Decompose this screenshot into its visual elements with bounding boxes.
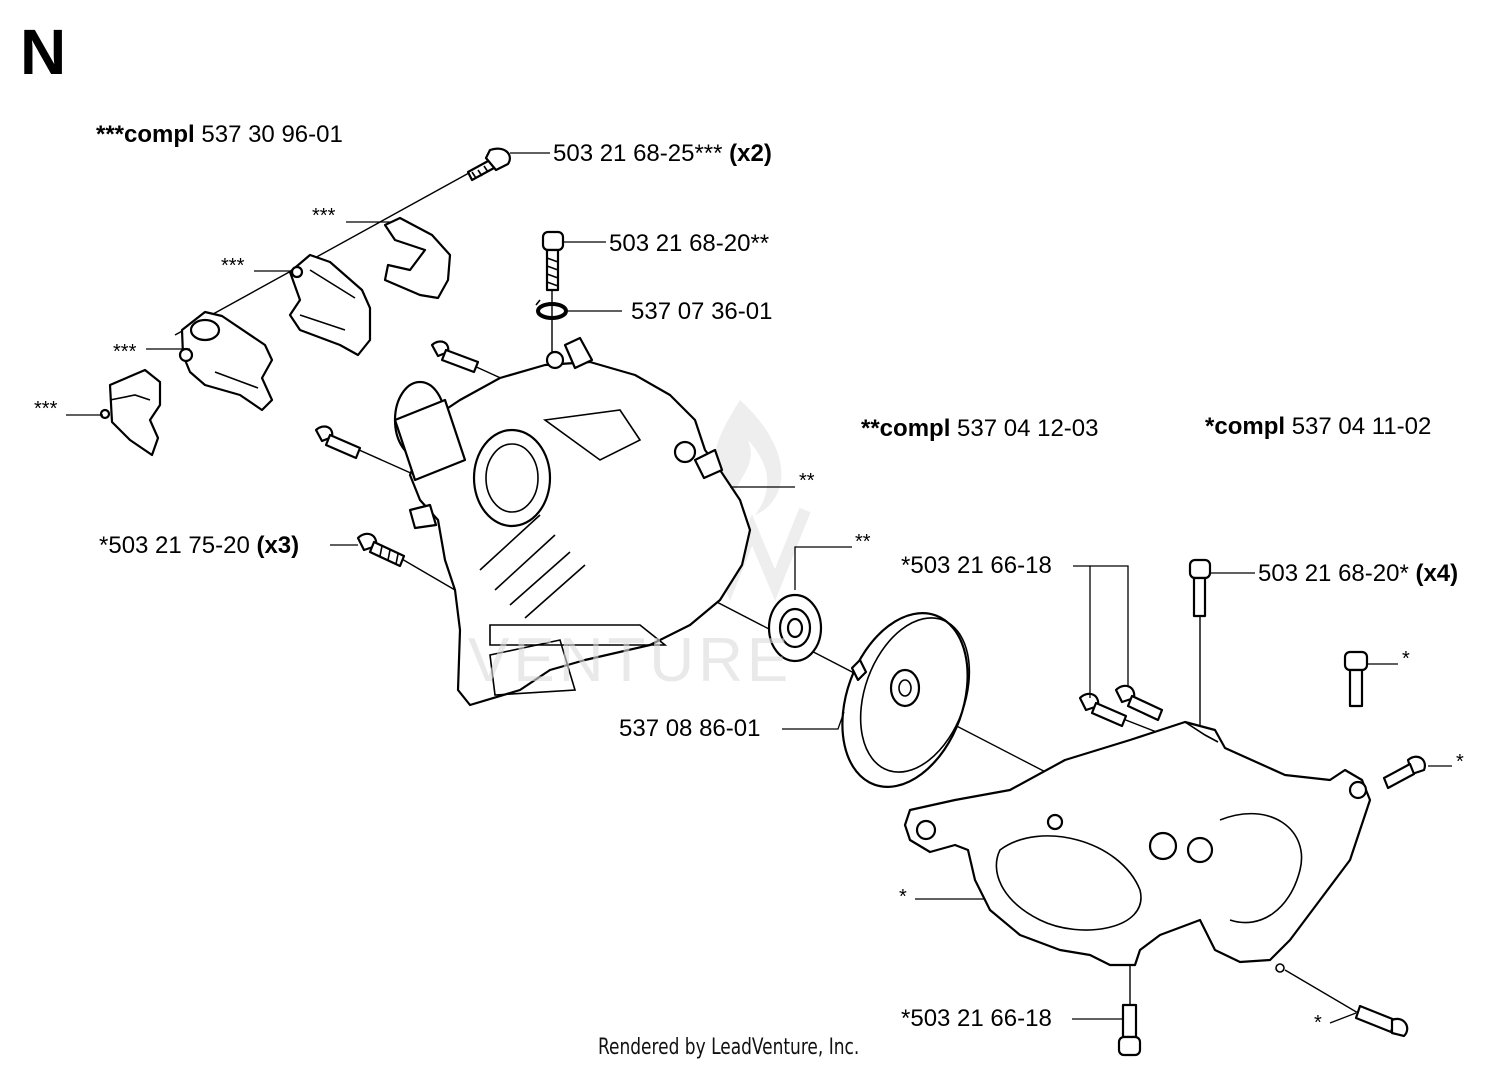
part-number: 503 21 68-20*	[1258, 560, 1409, 587]
part-number: *503 21 66-18	[901, 1005, 1052, 1032]
screw-bottom-right	[1354, 1004, 1409, 1038]
oring-537-07-36-01	[535, 299, 568, 320]
screw-right-small-a	[1343, 650, 1369, 708]
kit-label-537-04-12-03: **compl 537 04 12-03	[861, 415, 1099, 443]
kit-marker: ***	[113, 341, 137, 363]
crankcase-half-right	[903, 720, 1372, 973]
screw-crankcase-a	[430, 340, 480, 374]
screw-503-21-66-18-upper-b	[1114, 684, 1164, 722]
part-number: 503 21 68-20**	[609, 230, 770, 257]
kit-number: 537 04 11-02	[1291, 413, 1432, 440]
callout-503-21-75-20: *503 21 75-20 (x3)	[99, 532, 299, 560]
footer-credit: Rendered by LeadVenture, Inc.	[598, 1035, 860, 1060]
callout-503-21-68-25: 503 21 68-25*** (x2)	[553, 140, 772, 168]
callout-503-21-66-18-upper: *503 21 66-18	[901, 552, 1052, 580]
callout-537-08-86-01: 537 08 86-01	[619, 715, 760, 743]
crankcase-half-left	[393, 336, 752, 707]
part-housing-tube	[178, 310, 274, 412]
part-qty: (x3)	[256, 532, 300, 559]
callout-503-21-68-20-x4: 503 21 68-20* (x4)	[1258, 560, 1458, 588]
callout-537-07-36-01: 537 07 36-01	[631, 298, 772, 326]
kit-marker: *	[1314, 1012, 1322, 1034]
kit-label-537-30-96-01: ***compl 537 30 96-01	[96, 121, 343, 149]
callout-503-21-68-20-top: 503 21 68-20**	[609, 230, 769, 258]
screw-503-21-75-20	[356, 532, 406, 568]
screw-503-21-68-20-x4	[1188, 558, 1212, 618]
kit-prefix: *compl	[1205, 413, 1286, 440]
part-number: *503 21 66-18	[901, 552, 1052, 579]
screw-503-21-68-25	[466, 147, 511, 182]
part-number: 537 08 86-01	[619, 715, 761, 742]
callout-503-21-66-18-lower: *503 21 66-18	[901, 1005, 1052, 1033]
part-qty: (x4)	[1415, 560, 1459, 587]
kit-number: 537 30 96-01	[201, 121, 343, 148]
part-number: *503 21 75-20	[99, 532, 250, 559]
screw-503-21-66-18-lower	[1117, 1003, 1142, 1057]
kit-marker: ***	[34, 398, 58, 420]
section-letter: N	[20, 16, 67, 88]
part-clip-cap	[383, 216, 452, 300]
kit-marker: ***	[221, 255, 245, 277]
kit-marker: **	[799, 470, 815, 492]
flywheel-537-08-86-01	[841, 612, 971, 788]
bearing	[767, 593, 823, 663]
part-cylinder-bracket	[288, 253, 372, 357]
kit-label-537-04-11-02: *compl 537 04 11-02	[1205, 413, 1431, 441]
screw-crankcase-b	[314, 425, 362, 460]
kit-marker: *	[899, 886, 907, 908]
leader-lines	[66, 152, 1452, 1024]
part-qty: (x2)	[729, 140, 772, 167]
kit-prefix: **compl	[861, 415, 951, 442]
part-number: 537 07 36-01	[631, 298, 773, 325]
kit-marker: **	[855, 531, 871, 553]
screw-503-21-66-18-upper-a	[1078, 692, 1128, 728]
part-number: 503 21 68-25***	[553, 140, 723, 167]
part-cap-small-left	[99, 368, 162, 457]
kit-marker: *	[1402, 648, 1410, 670]
screw-right-small-b	[1382, 755, 1426, 790]
watermark-text: VENTURE	[468, 626, 793, 695]
kit-prefix: ***compl	[96, 121, 195, 148]
kit-marker: ***	[312, 205, 336, 227]
screw-503-21-68-20-top	[541, 230, 565, 292]
kit-marker: *	[1456, 751, 1464, 773]
kit-number: 537 04 12-03	[957, 415, 1099, 442]
